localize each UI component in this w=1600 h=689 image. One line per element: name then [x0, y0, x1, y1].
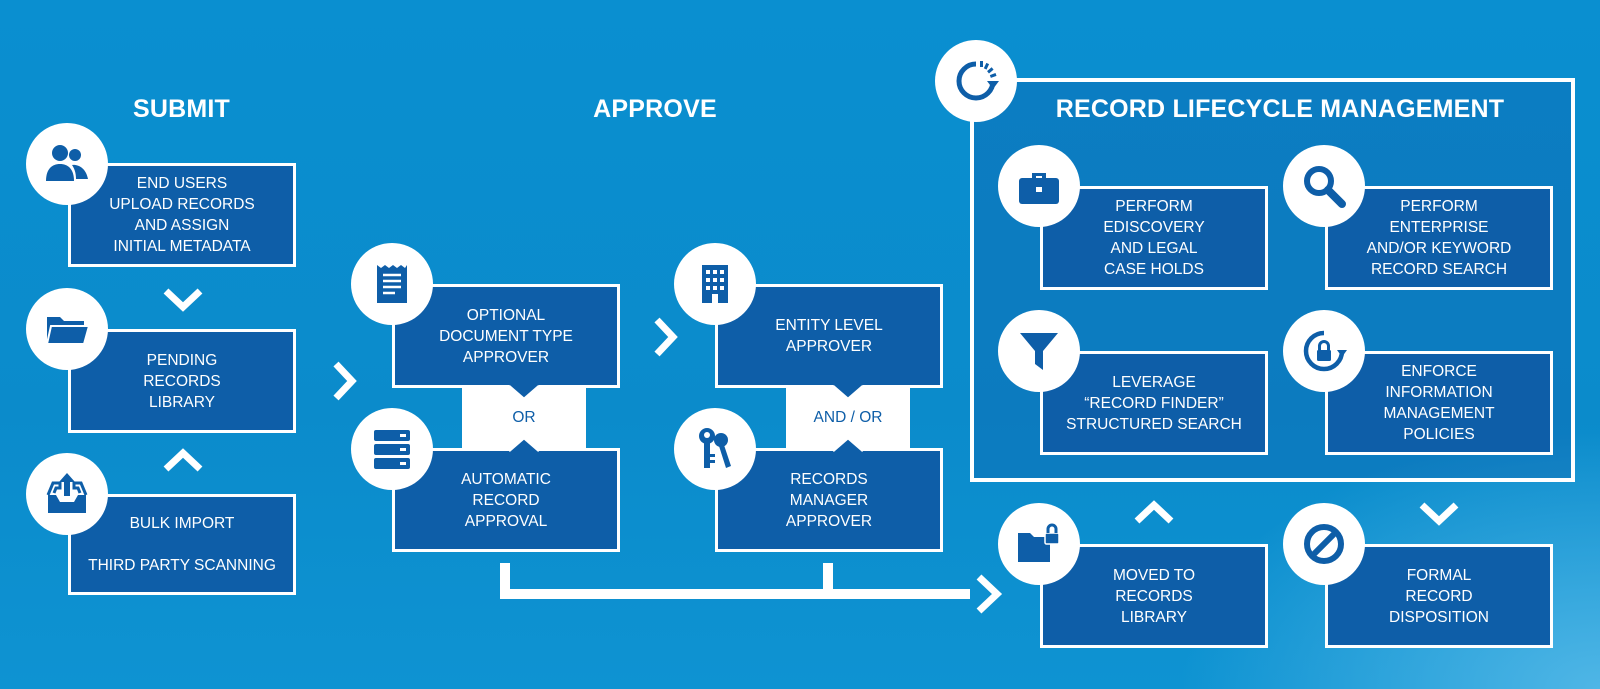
- automatic-approval-text: AUTOMATIC RECORD APPROVAL: [461, 470, 551, 530]
- chevron-up-icon: [1134, 500, 1174, 524]
- chevron-down-icon: [1419, 502, 1459, 526]
- notch-up-icon: [509, 436, 539, 452]
- chevron-right-icon: [333, 361, 357, 401]
- records-manager-text: RECORDS MANAGER APPROVER: [785, 470, 873, 530]
- upload-tray-icon: [26, 453, 108, 535]
- document-icon: [351, 243, 433, 325]
- moved-to-library-box: MOVED TO RECORDS LIBRARY: [1040, 544, 1268, 648]
- or-label: OR: [512, 409, 536, 426]
- arrow-right-icon: [976, 574, 1003, 614]
- end-users-box: END USERS UPLOAD RECORDS AND ASSIGN INIT…: [68, 163, 296, 267]
- approve-heading: APPROVE: [593, 95, 717, 123]
- enforce-policies-text: ENFORCE INFORMATION MANAGEMENT POLICIES: [1383, 363, 1495, 443]
- pending-records-box: PENDING RECORDS LIBRARY: [68, 329, 296, 433]
- funnel-icon: [998, 310, 1080, 392]
- bracket-right-leg: [823, 563, 833, 593]
- lifecycle-refresh-icon: [935, 40, 1017, 122]
- server-icon: [351, 408, 433, 490]
- chevron-up-icon: [163, 448, 203, 472]
- folder-icon: [26, 288, 108, 370]
- bulk-import-text: BULK IMPORT THIRD PARTY SCANNING: [88, 515, 276, 574]
- enterprise-search-text: PERFORM ENTERPRISE AND/OR KEYWORD RECORD…: [1366, 198, 1512, 278]
- enforce-policies-box: ENFORCE INFORMATION MANAGEMENT POLICIES: [1325, 351, 1553, 455]
- record-finder-box: LEVERAGE “RECORD FINDER” STRUCTURED SEAR…: [1040, 351, 1268, 455]
- bulk-import-box: BULK IMPORT THIRD PARTY SCANNING: [68, 494, 296, 595]
- moved-to-library-text: MOVED TO RECORDS LIBRARY: [1112, 566, 1196, 626]
- notch-down-icon: [833, 385, 863, 401]
- optional-approver-text: OPTIONAL DOCUMENT TYPE APPROVER: [439, 306, 573, 366]
- ediscovery-text: PERFORM EDISCOVERY AND LEGAL CASE HOLDS: [1103, 198, 1205, 278]
- enterprise-search-box: PERFORM ENTERPRISE AND/OR KEYWORD RECORD…: [1325, 186, 1553, 290]
- briefcase-icon: [998, 145, 1080, 227]
- pending-records-text: PENDING RECORDS LIBRARY: [143, 351, 221, 411]
- entity-approver-box: ENTITY LEVEL APPROVER: [715, 284, 943, 388]
- chevron-right-icon: [654, 317, 678, 357]
- and-or-label: AND / OR: [813, 409, 883, 426]
- submit-heading: SUBMIT: [132, 95, 231, 123]
- end-users-text: END USERS UPLOAD RECORDS AND ASSIGN INIT…: [109, 175, 255, 255]
- bracket-left-leg: [500, 563, 510, 599]
- formal-disposition-text: FORMAL RECORD DISPOSITION: [1389, 566, 1489, 626]
- notch-down-icon: [509, 385, 539, 401]
- record-finder-text: LEVERAGE “RECORD FINDER” STRUCTURED SEAR…: [1066, 373, 1242, 433]
- optional-approver-box: OPTIONAL DOCUMENT TYPE APPROVER: [392, 284, 620, 388]
- automatic-approval-box: AUTOMATIC RECORD APPROVAL: [392, 448, 620, 552]
- magnifier-icon: [1283, 145, 1365, 227]
- notch-up-icon: [833, 436, 863, 452]
- folder-lock-icon: [998, 503, 1080, 585]
- ediscovery-box: PERFORM EDISCOVERY AND LEGAL CASE HOLDS: [1040, 186, 1268, 290]
- entity-approver-text: ENTITY LEVEL APPROVER: [775, 317, 883, 355]
- chevron-down-icon: [163, 288, 203, 312]
- lifecycle-heading: RECORD LIFECYCLE MANAGEMENT: [1055, 95, 1505, 123]
- lock-cycle-icon: [1283, 310, 1365, 392]
- bracket-base: [500, 589, 970, 599]
- building-icon: [674, 243, 756, 325]
- keys-icon: [674, 408, 756, 490]
- records-manager-box: RECORDS MANAGER APPROVER: [715, 448, 943, 552]
- users-icon: [26, 123, 108, 205]
- prohibited-icon: [1283, 503, 1365, 585]
- formal-disposition-box: FORMAL RECORD DISPOSITION: [1325, 544, 1553, 648]
